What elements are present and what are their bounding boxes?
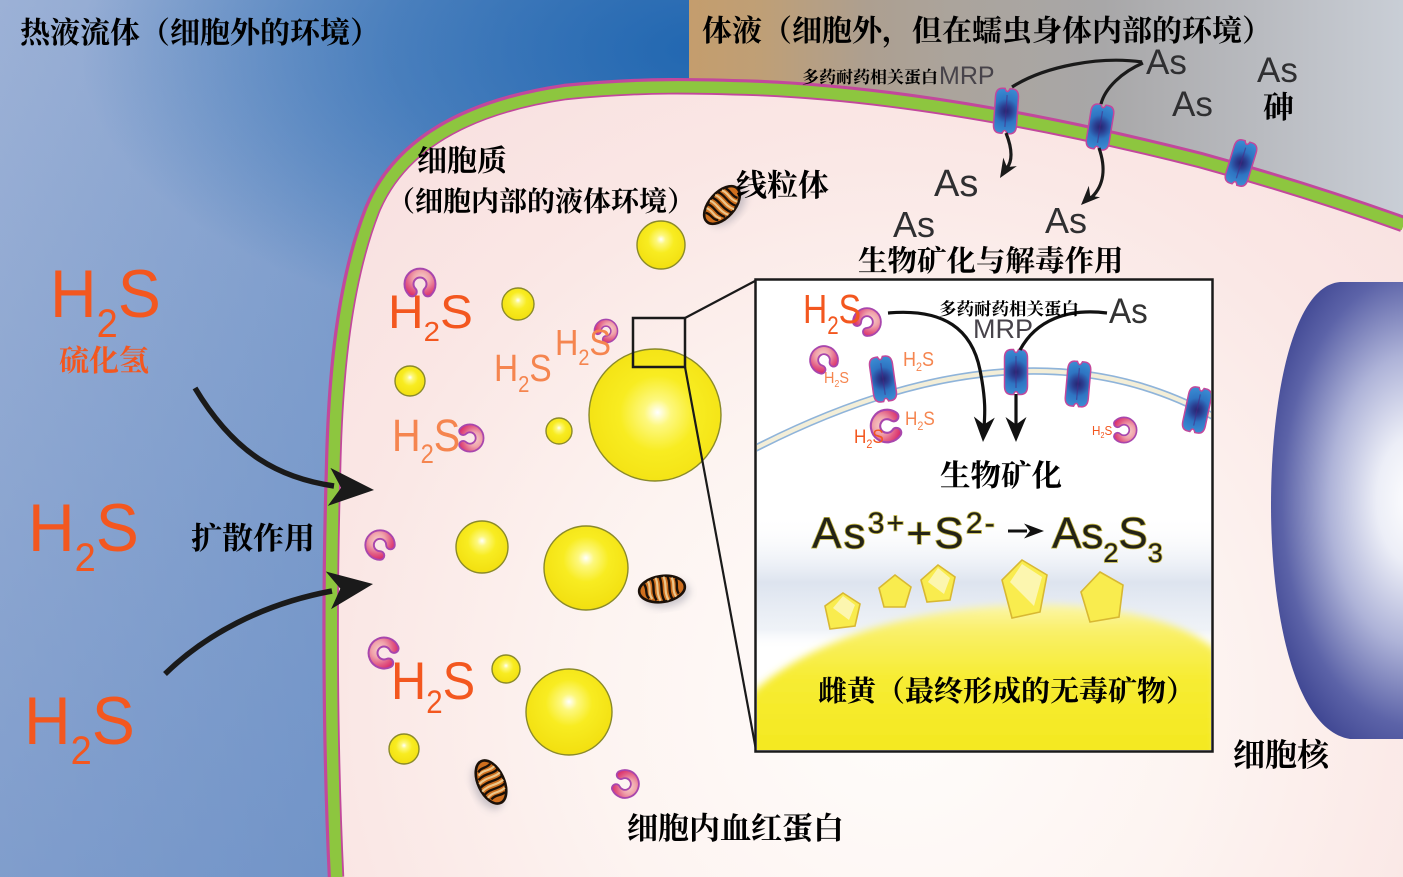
svg-text:As3++S2-: As3++S2- [812, 507, 997, 558]
svg-text:MRP: MRP [973, 314, 1033, 344]
svg-text:As: As [893, 204, 935, 245]
svg-text:H2S: H2S [1092, 423, 1112, 440]
svg-text:H2S: H2S [392, 411, 460, 470]
svg-text:As: As [1045, 200, 1087, 241]
svg-text:MRP: MRP [939, 62, 995, 90]
svg-text:As: As [1109, 292, 1148, 331]
svg-text:As: As [1257, 51, 1298, 90]
svg-text:As: As [1172, 85, 1213, 124]
svg-text:H2S: H2S [824, 369, 849, 390]
svg-text:As: As [1146, 43, 1187, 82]
svg-text:As: As [934, 163, 978, 205]
svg-text:H2S: H2S [391, 651, 475, 720]
